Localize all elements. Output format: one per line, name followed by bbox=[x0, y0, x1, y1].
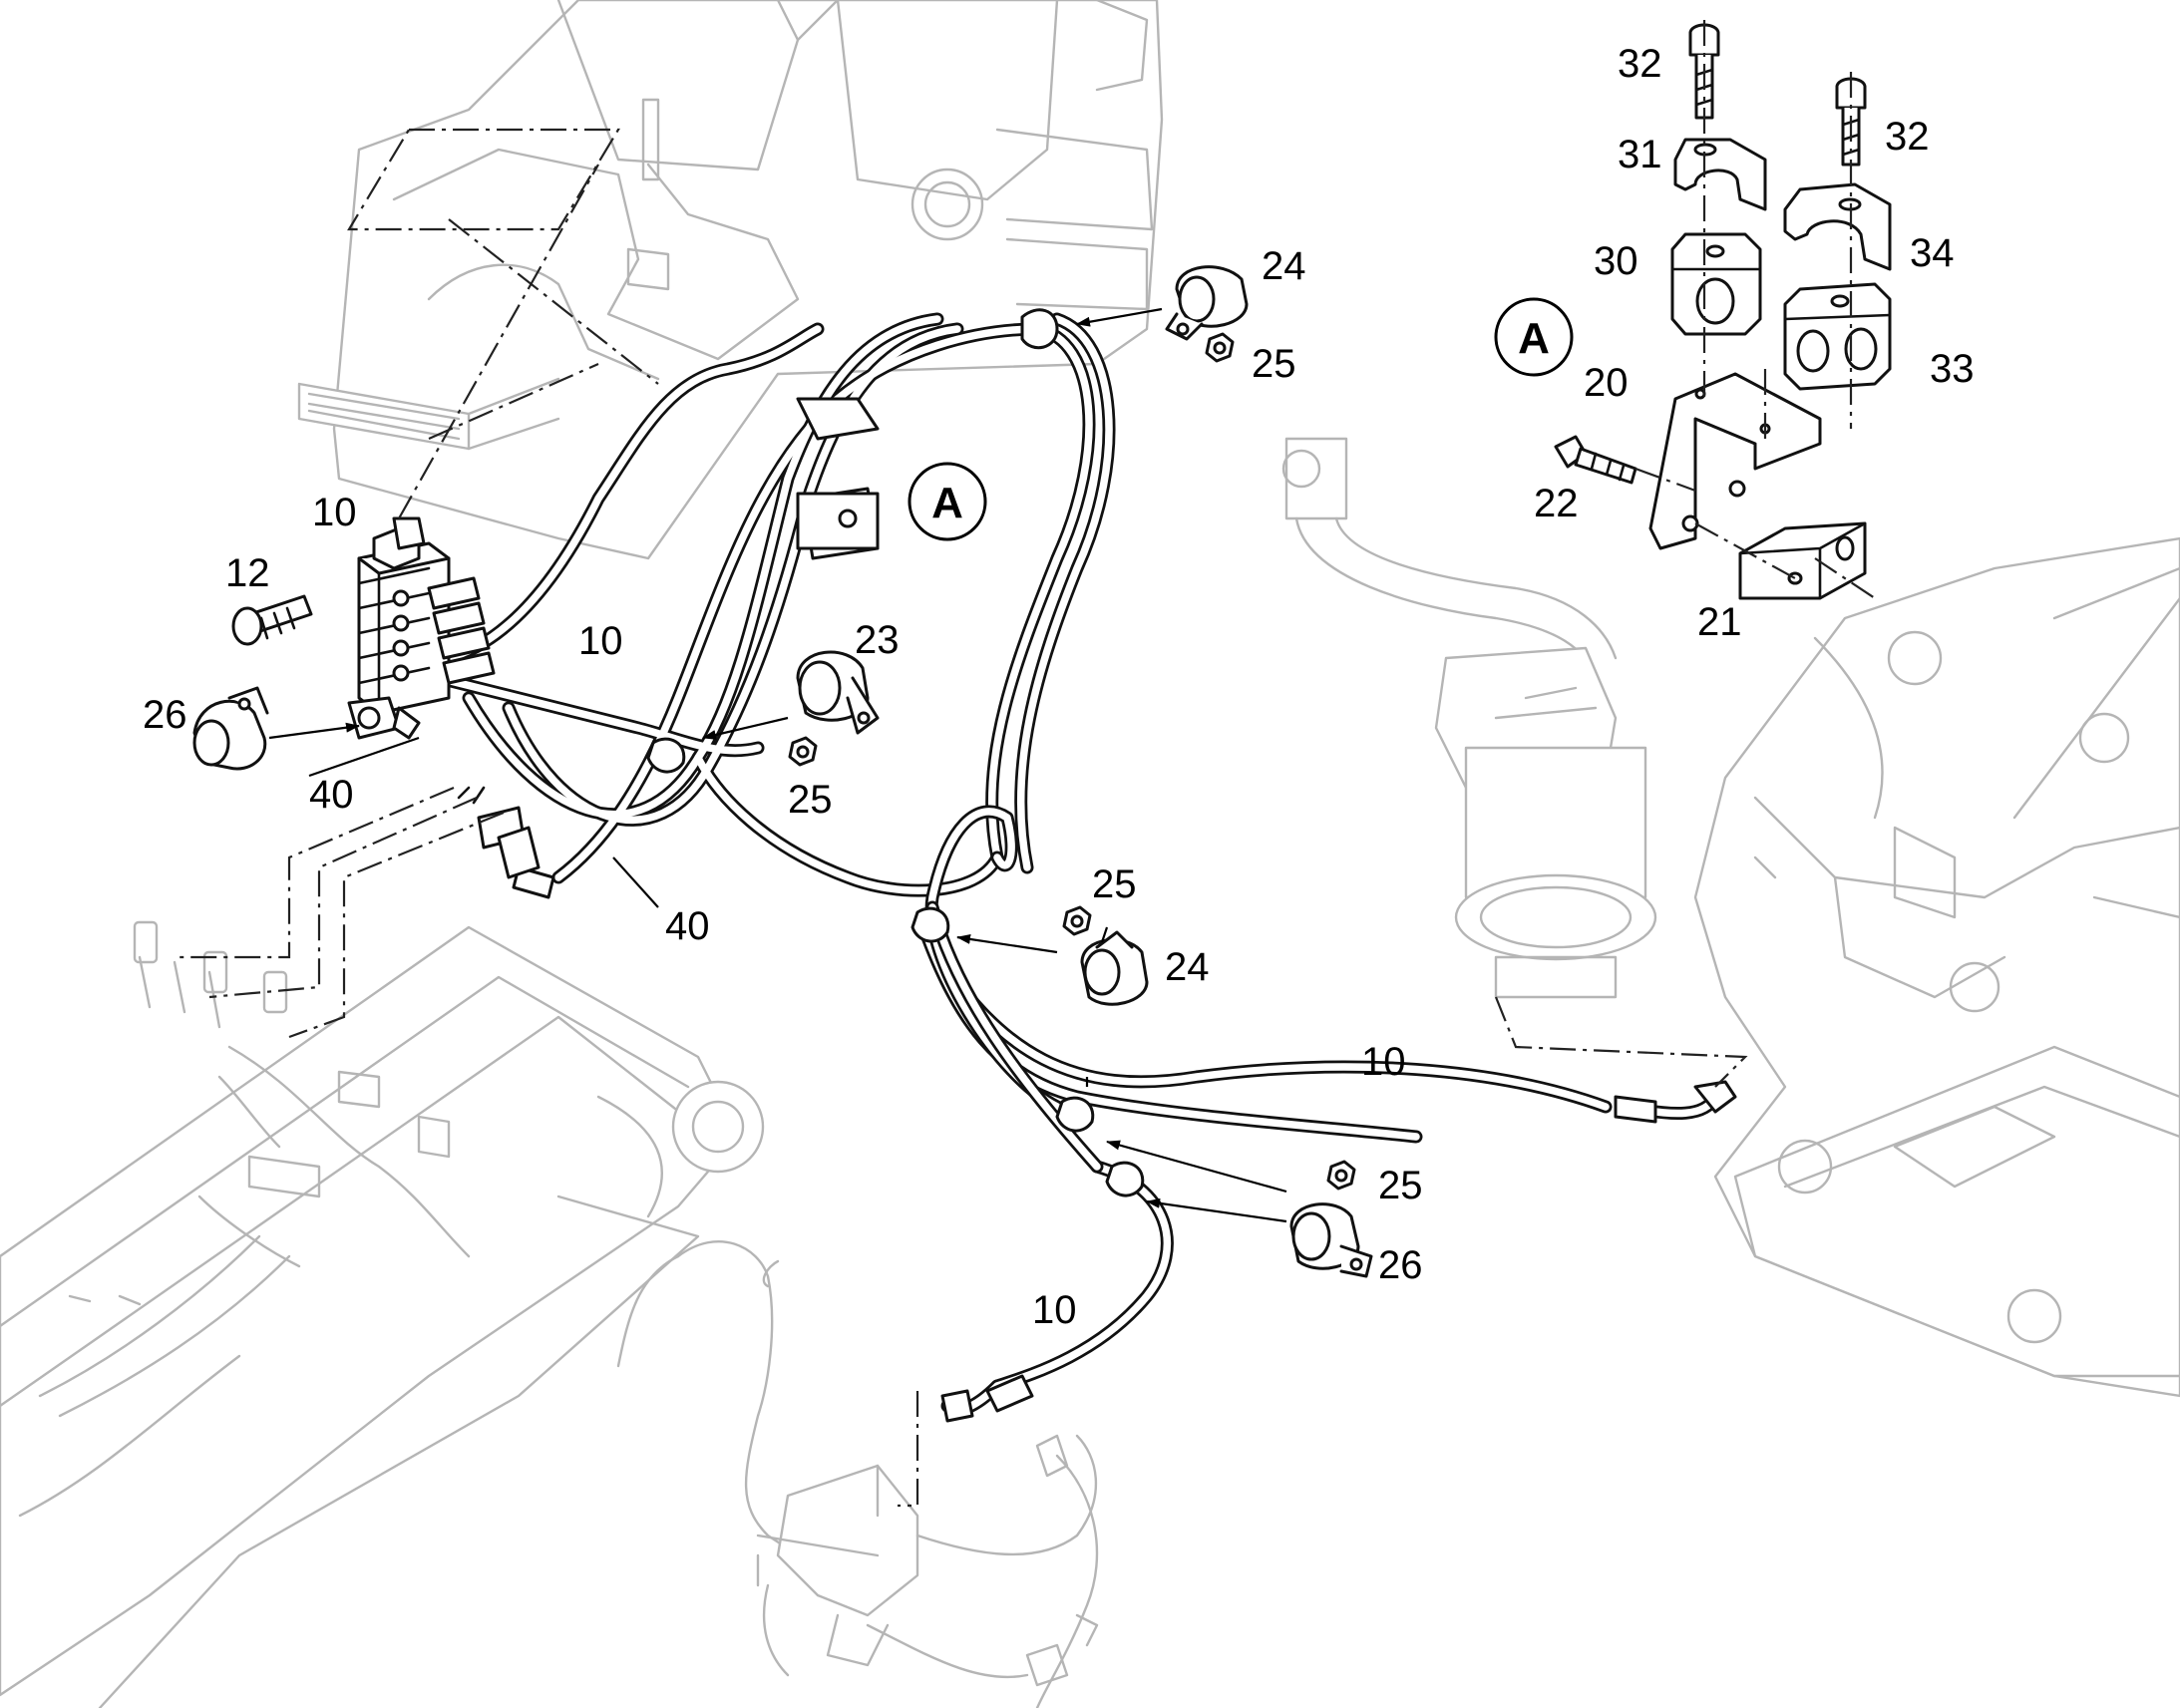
label-40-left: 40 bbox=[309, 773, 354, 817]
nut-25-mid bbox=[1062, 905, 1092, 936]
clamp-24-mid bbox=[1080, 930, 1149, 1006]
label-40-bottom: 40 bbox=[665, 904, 710, 948]
clamp-26-right bbox=[1289, 1202, 1373, 1278]
bolt-22 bbox=[1554, 435, 1637, 485]
label-31: 31 bbox=[1618, 133, 1662, 176]
assembly-centerlines bbox=[175, 128, 1748, 1508]
spacer-block-21 bbox=[1738, 521, 1867, 600]
nut-25-top bbox=[1205, 332, 1235, 363]
boom-context bbox=[0, 920, 765, 1708]
callout-a-main: A bbox=[908, 462, 987, 541]
label-10-lower: 10 bbox=[1032, 1288, 1077, 1332]
nut-25-lower bbox=[1326, 1160, 1356, 1191]
lower-valve-context bbox=[616, 1239, 1099, 1708]
clamp-26-left bbox=[192, 686, 269, 771]
leader-arrows bbox=[268, 307, 1287, 1223]
label-10-bundle: 10 bbox=[578, 619, 623, 663]
clamp-23 bbox=[796, 650, 880, 735]
label-24-top: 24 bbox=[1262, 244, 1306, 288]
nut-25-a bbox=[788, 736, 818, 767]
label-10-valve: 10 bbox=[312, 491, 357, 534]
label-23: 23 bbox=[855, 618, 900, 662]
clamp-half-31 bbox=[1673, 138, 1767, 211]
detail-a-bracket-set bbox=[1554, 20, 1892, 600]
clamp-block-30 bbox=[1670, 232, 1762, 336]
label-26-right: 26 bbox=[1378, 1243, 1423, 1287]
label-21: 21 bbox=[1697, 600, 1742, 644]
label-34: 34 bbox=[1910, 231, 1955, 275]
clamp-half-34 bbox=[1783, 182, 1892, 271]
hose-bundle-main bbox=[432, 312, 1722, 1417]
label-20: 20 bbox=[1584, 361, 1629, 405]
label-26-left: 26 bbox=[143, 693, 187, 737]
label-12: 12 bbox=[225, 551, 270, 595]
hose-harness bbox=[432, 308, 1737, 1423]
hose-fittings bbox=[512, 865, 1737, 1423]
label-25-mid: 25 bbox=[1092, 862, 1137, 906]
label-32-left: 32 bbox=[1618, 42, 1662, 86]
part-labels: 10 12 10 26 40 40 23 25 24 25 25 24 10 2… bbox=[143, 42, 1975, 1332]
label-30: 30 bbox=[1594, 239, 1638, 283]
callout-a-main-text: A bbox=[931, 479, 963, 527]
callout-a-inset: A bbox=[1494, 297, 1574, 377]
bolt-12 bbox=[231, 594, 313, 646]
cab-platform-context bbox=[297, 0, 1164, 560]
label-25-left: 25 bbox=[788, 778, 833, 822]
valve-block-assembly bbox=[347, 516, 496, 740]
label-33: 33 bbox=[1930, 347, 1975, 391]
label-10-right: 10 bbox=[1361, 1040, 1406, 1084]
swivel-motor-context bbox=[1281, 437, 1657, 999]
label-32-right: 32 bbox=[1885, 115, 1930, 159]
bracket-20 bbox=[1648, 372, 1822, 550]
label-22: 22 bbox=[1534, 482, 1579, 525]
clamp-block-33 bbox=[1783, 282, 1892, 391]
undercarriage-context bbox=[1693, 536, 2180, 1398]
label-25-top: 25 bbox=[1252, 342, 1296, 386]
label-25-lower: 25 bbox=[1378, 1164, 1423, 1207]
hose-clamps-installed bbox=[646, 308, 1145, 1197]
clamp-24-top bbox=[1165, 265, 1249, 341]
callout-a-inset-text: A bbox=[1518, 314, 1550, 363]
label-24-mid: 24 bbox=[1165, 945, 1210, 989]
